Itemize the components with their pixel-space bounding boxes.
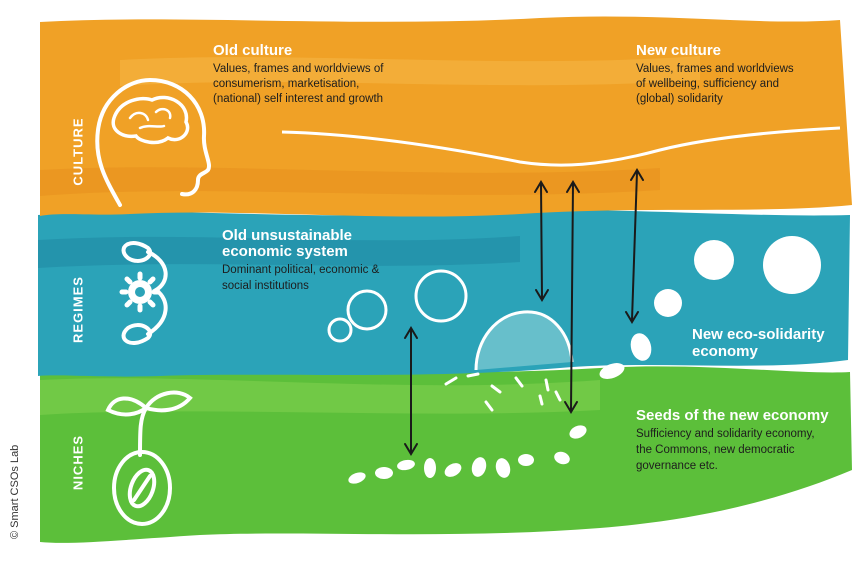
scatter-dashes (444, 372, 562, 412)
seed-filled (599, 363, 625, 379)
old-culture-line-2: consumerism, marketisation, (213, 78, 360, 90)
seeds-line-3: governance etc. (636, 460, 718, 472)
old-culture-title: Old culture (213, 42, 293, 59)
seeds-line-2: the Commons, new democratic (636, 444, 795, 456)
old-culture-line-1: Values, frames and worldviews of (213, 63, 384, 75)
culture-transition-curve (281, 126, 841, 167)
bubble (346, 289, 388, 331)
culture-band-shade (120, 56, 700, 86)
new-culture-line-2: of wellbeing, sufficiency and (636, 78, 779, 90)
seeds-line-1: Sufficiency and solidarity economy, (636, 428, 815, 440)
half-bubble (476, 311, 572, 370)
old-system-line-1: Dominant political, economic & (222, 264, 380, 276)
new-economy-title-1: New eco-solidarity (692, 326, 825, 343)
new-culture-line-3: (global) solidarity (636, 93, 723, 105)
old-system-line-2: social institutions (222, 280, 309, 292)
seed-filled (630, 333, 652, 361)
arrows (404, 168, 644, 456)
bubble-filled (654, 289, 682, 317)
bubble (414, 269, 468, 323)
band-label-niches: NICHES (70, 434, 86, 491)
arrow-culture-regime (534, 180, 549, 302)
band-label-regimes: REGIMES (70, 276, 86, 343)
half-bubble-outline (474, 310, 574, 371)
bubble (327, 317, 353, 343)
seeds-title: Seeds of the new economy (636, 407, 829, 424)
bubbles (327, 269, 468, 343)
sprout-seed-icon (105, 390, 193, 526)
new-economy-title-2: economy (692, 343, 758, 360)
bubble-filled (694, 240, 734, 280)
old-system-title-1: Old unsustainable (222, 227, 353, 244)
copyright-credit: © Smart CSOs Lab (9, 444, 21, 539)
new-economy-bubbles (599, 236, 821, 379)
band-label-culture: CULTURE (70, 117, 86, 186)
gear-icon (119, 241, 168, 345)
new-culture-title: New culture (636, 42, 722, 59)
head-brain-icon (95, 77, 211, 207)
arrow-regime-niche (404, 326, 418, 456)
old-culture-line-3: (national) self interest and growth (213, 93, 384, 105)
seeds (348, 425, 587, 484)
bubble-filled (763, 236, 821, 294)
arrow-culture-new-economy (625, 168, 644, 324)
old-system-title-2: economic system (222, 243, 348, 260)
arrow-culture-niche (564, 180, 580, 414)
new-culture-line-1: Values, frames and worldviews (636, 63, 794, 75)
